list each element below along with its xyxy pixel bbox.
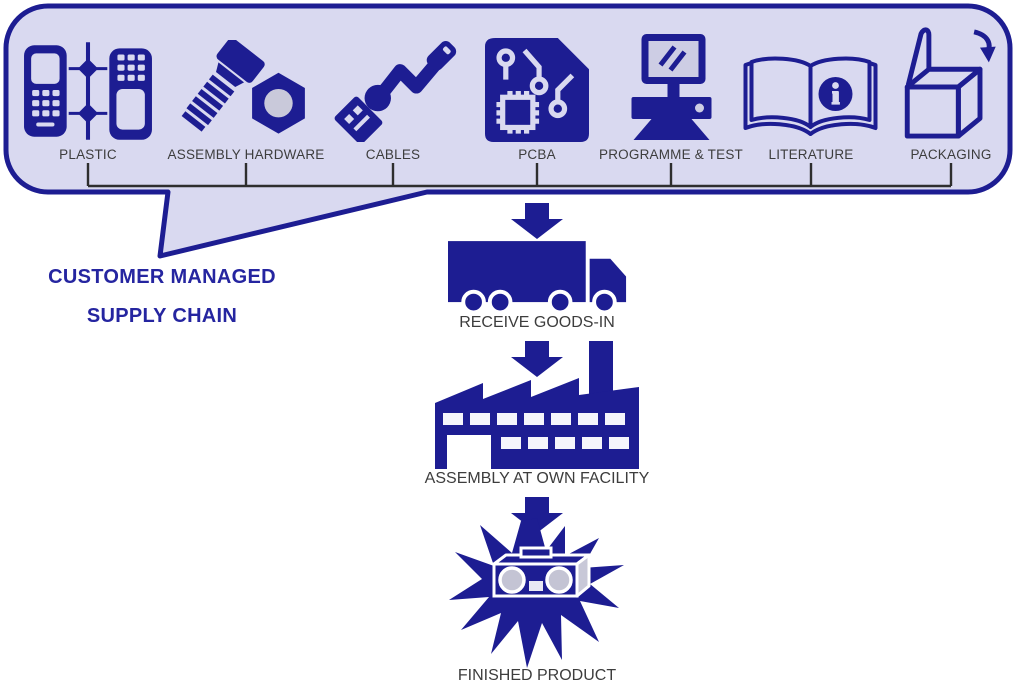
bubble-caption-line1: CUSTOMER MANAGED — [48, 266, 276, 288]
supply-item-assembly-hardware: ASSEMBLY HARDWARE — [164, 24, 328, 162]
supply-item-literature: LITERATURE — [729, 24, 893, 162]
book-info-icon — [743, 56, 878, 136]
factory-icon — [435, 341, 639, 469]
bubble-caption-line2: SUPPLY CHAIN — [86, 305, 238, 327]
circuit-board-icon — [485, 38, 589, 142]
supply-item-label: PCBA — [518, 147, 556, 162]
down-arrow-icon — [511, 497, 563, 533]
supply-item-label: ASSEMBLY HARDWARE — [167, 147, 325, 162]
supply-item-label: PROGRAMME & TEST — [599, 147, 743, 162]
supply-item-pcba: PCBA — [455, 24, 619, 162]
bolt-nut-icon — [181, 40, 305, 134]
bubble-caption: CUSTOMER MANAGED SUPPLY CHAIN — [33, 258, 291, 336]
supply-item-label: LITERATURE — [768, 147, 854, 162]
flow-step-label-assembly-at-own-facility: ASSEMBLY AT OWN FACILITY — [424, 470, 650, 487]
supply-item-label: PACKAGING — [910, 147, 992, 162]
computer-icon — [631, 34, 712, 140]
truck-icon — [448, 241, 627, 315]
supply-item-programme-test: PROGRAMME & TEST — [589, 24, 753, 162]
down-arrow-icon — [511, 203, 563, 239]
items-bracket-line — [86, 163, 953, 188]
open-box-icon — [904, 27, 996, 139]
mobile-phones-icon — [24, 42, 152, 140]
down-arrow-icon — [511, 341, 563, 377]
supply-item-label: PLASTIC — [59, 147, 117, 162]
usb-cable-icon — [334, 41, 457, 142]
flow-step-label-receive-goods-in: RECEIVE GOODS-IN — [459, 314, 615, 331]
supply-item-label: CABLES — [365, 147, 421, 162]
flow-step-label-finished-product: FINISHED PRODUCT — [457, 667, 617, 684]
starburst-product-icon — [449, 518, 624, 668]
supply-item-packaging: PACKAGING — [869, 24, 1017, 162]
supply-item-plastic: PLASTIC — [6, 24, 170, 162]
supply-item-cables: CABLES — [311, 24, 475, 162]
